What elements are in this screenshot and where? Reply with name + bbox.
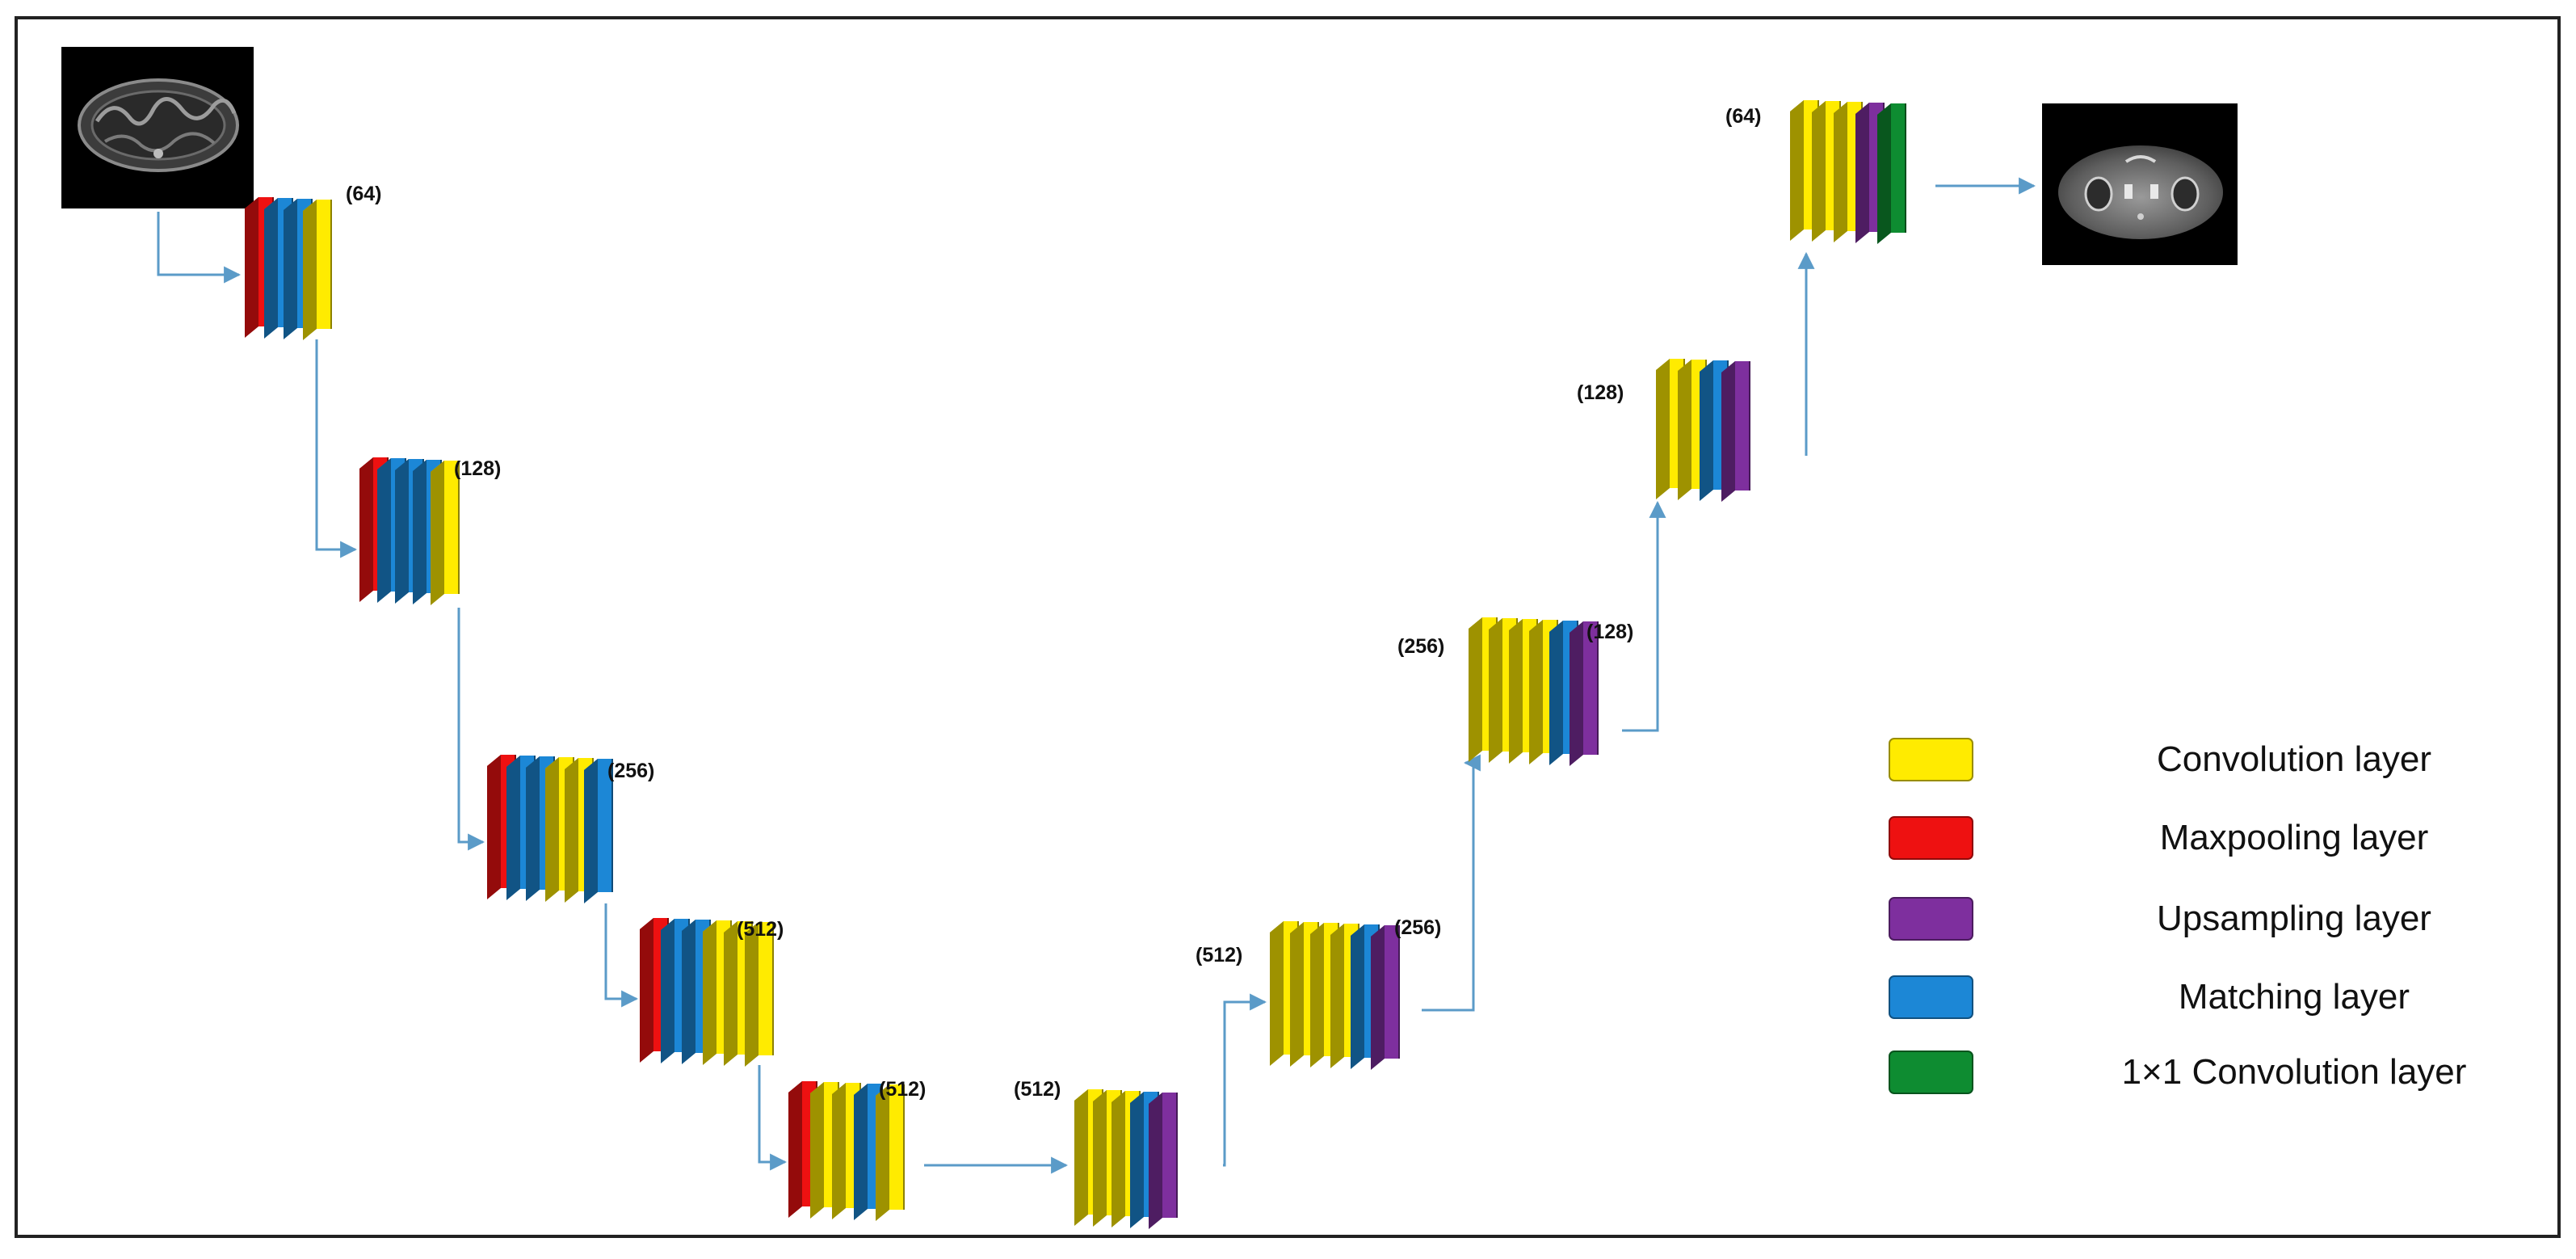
layer-convolution bbox=[431, 461, 460, 605]
block-dec1 bbox=[1270, 921, 1400, 1070]
layer-convolution bbox=[745, 922, 774, 1067]
arrow bbox=[315, 339, 358, 558]
block-enc2 bbox=[359, 457, 460, 605]
block-enc1 bbox=[245, 197, 332, 340]
size-label: (64) bbox=[1725, 105, 1761, 128]
arrow bbox=[758, 1065, 788, 1171]
block-dec3 bbox=[1656, 359, 1750, 502]
block-dec2 bbox=[1469, 617, 1599, 766]
arrow bbox=[1223, 993, 1267, 1167]
layer-upsampling bbox=[1371, 925, 1400, 1070]
size-label: (256) bbox=[1397, 635, 1444, 658]
layer-upsampling bbox=[1721, 361, 1750, 502]
figure-border bbox=[15, 16, 2561, 1238]
output-ct-image bbox=[2042, 103, 2238, 265]
size-labels: (64) (128) (256) (512) (512) (512) (512) (256) (… bbox=[346, 105, 1761, 1101]
legend-swatch bbox=[1889, 816, 1973, 860]
size-label: (256) bbox=[1394, 916, 1441, 939]
layer-upsampling bbox=[1149, 1093, 1178, 1229]
layer-convolution bbox=[303, 200, 332, 340]
size-label: (512) bbox=[879, 1078, 926, 1101]
legend-item-conv1x1: 1×1 Convolution layer bbox=[1889, 1051, 2467, 1094]
size-label: (512) bbox=[737, 918, 784, 941]
size-label: (64) bbox=[346, 183, 381, 205]
arrow bbox=[157, 212, 242, 284]
legend-label: 1×1 Convolution layer bbox=[2122, 1052, 2467, 1092]
block-enc5 bbox=[788, 1081, 905, 1221]
arrow bbox=[1422, 754, 1481, 1012]
legend-item-convolution: Convolution layer bbox=[1889, 738, 2431, 781]
block-enc3 bbox=[487, 755, 613, 903]
arrow bbox=[1622, 500, 1666, 732]
input-mri-image bbox=[61, 47, 254, 208]
legend-label: Upsampling layer bbox=[2157, 899, 2431, 938]
legend-item-upsampling: Upsampling layer bbox=[1889, 897, 2431, 941]
arrow bbox=[457, 608, 485, 851]
size-label: (128) bbox=[1577, 381, 1624, 404]
legend-swatch bbox=[1889, 738, 1973, 781]
block-enc4 bbox=[640, 918, 774, 1067]
layer-conv1x1 bbox=[1877, 103, 1906, 244]
layer-matching bbox=[584, 759, 613, 903]
size-label: (256) bbox=[607, 760, 654, 782]
legend-swatch bbox=[1889, 1051, 1973, 1094]
connection-arrows bbox=[157, 177, 2036, 1174]
arrow bbox=[604, 903, 639, 1008]
block-dec4 bbox=[1790, 100, 1906, 244]
legend-label: Matching layer bbox=[2179, 977, 2410, 1017]
legend-swatch bbox=[1889, 975, 1973, 1019]
size-label: (512) bbox=[1196, 944, 1242, 966]
legend-label: Maxpooling layer bbox=[2160, 818, 2429, 857]
layer-blocks bbox=[245, 100, 1906, 1229]
block-bottleneck bbox=[1074, 1089, 1178, 1229]
size-label: (128) bbox=[1586, 621, 1633, 643]
layer-convolution bbox=[876, 1084, 905, 1221]
legend-item-maxpooling: Maxpooling layer bbox=[1889, 816, 2429, 860]
legend-label: Convolution layer bbox=[2157, 739, 2431, 779]
legend-swatch bbox=[1889, 897, 1973, 941]
layer-upsampling bbox=[1570, 621, 1599, 766]
size-label: (128) bbox=[454, 457, 501, 480]
size-label: (512) bbox=[1014, 1078, 1061, 1101]
legend-item-matching: Matching layer bbox=[1889, 975, 2410, 1019]
